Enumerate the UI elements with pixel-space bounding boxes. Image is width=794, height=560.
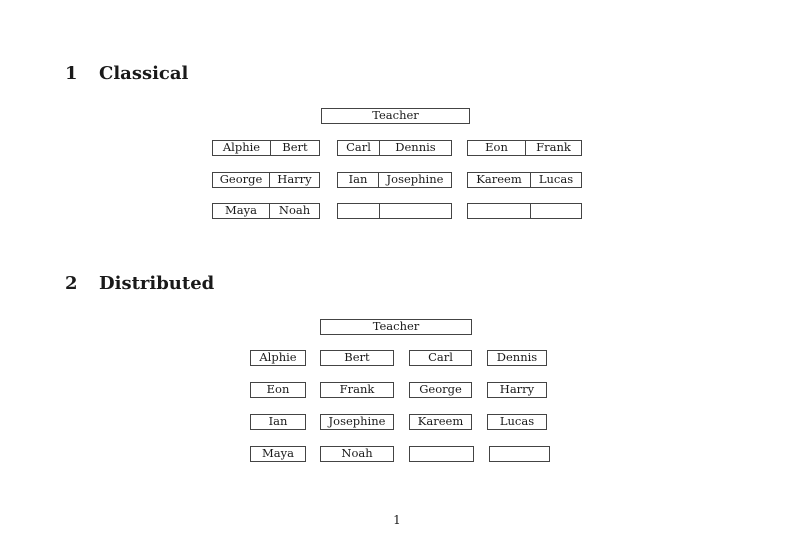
- seat: Frank: [536, 141, 571, 155]
- desk: [409, 446, 474, 462]
- desk: Alphie Bert: [212, 140, 320, 156]
- desk: Bert: [320, 350, 394, 366]
- desk: Josephine: [320, 414, 394, 430]
- seat: Maya: [262, 447, 294, 461]
- desk: Carl Dennis: [337, 140, 452, 156]
- desk: Kareem Lucas: [467, 172, 582, 188]
- seat: Ian: [268, 415, 288, 429]
- seat: Bert: [344, 351, 370, 365]
- desk: George: [409, 382, 472, 398]
- desk: [337, 203, 452, 219]
- desk: Ian: [250, 414, 306, 430]
- seat: Eon: [266, 383, 290, 397]
- seat: Frank: [339, 383, 375, 397]
- seat: Noah: [341, 447, 373, 461]
- seat: Harry: [499, 383, 535, 397]
- teacher-label: Teacher: [372, 320, 420, 334]
- seat: Dennis: [496, 351, 538, 365]
- desk: Ian Josephine: [337, 172, 452, 188]
- seat: [468, 204, 531, 218]
- seat: [338, 204, 380, 218]
- desk: Eon: [250, 382, 306, 398]
- seat: [380, 204, 451, 218]
- desk: Alphie: [250, 350, 306, 366]
- teacher-box: Teacher: [320, 319, 472, 335]
- seat: Alphie: [259, 351, 297, 365]
- seat: Josephine: [328, 415, 386, 429]
- section-title: Distributed: [99, 273, 215, 294]
- seat: Josephine: [386, 173, 444, 187]
- desk: Maya: [250, 446, 306, 462]
- desk: Eon Frank: [467, 140, 582, 156]
- section-title: Classical: [99, 63, 189, 84]
- seat: [531, 204, 581, 218]
- seat: Bert: [282, 141, 308, 155]
- seat: [410, 447, 473, 461]
- seat: Dennis: [395, 141, 436, 155]
- page-number: 1: [393, 513, 401, 527]
- seat: Maya: [213, 204, 270, 218]
- section-number: 2: [65, 273, 78, 294]
- desk: Dennis: [487, 350, 547, 366]
- seat: Eon: [468, 141, 526, 155]
- seat: Lucas: [538, 173, 574, 187]
- section-heading-distributed: 2 Distributed: [65, 273, 214, 295]
- teacher-box: Teacher: [321, 108, 470, 124]
- seat: Lucas: [499, 415, 535, 429]
- desk: Harry: [487, 382, 547, 398]
- seat: Alphie: [213, 141, 271, 155]
- desk: Carl: [409, 350, 472, 366]
- desk: Maya Noah: [212, 203, 320, 219]
- desk: Frank: [320, 382, 394, 398]
- desk: Noah: [320, 446, 394, 462]
- teacher-label: Teacher: [372, 109, 419, 123]
- seat: Ian: [338, 173, 379, 187]
- section-heading-classical: 1 Classical: [65, 63, 188, 85]
- desk: [489, 446, 550, 462]
- section-number: 1: [65, 63, 78, 84]
- seat: Noah: [278, 204, 311, 218]
- seat: Harry: [277, 173, 312, 187]
- seat: George: [419, 383, 462, 397]
- desk: [467, 203, 582, 219]
- desk: Kareem: [409, 414, 472, 430]
- seat: George: [213, 173, 270, 187]
- seat: Kareem: [417, 415, 464, 429]
- seat: Kareem: [468, 173, 531, 187]
- seat: [490, 447, 549, 461]
- seat: Carl: [428, 351, 453, 365]
- seat: Carl: [338, 141, 380, 155]
- desk: Lucas: [487, 414, 547, 430]
- desk: George Harry: [212, 172, 320, 188]
